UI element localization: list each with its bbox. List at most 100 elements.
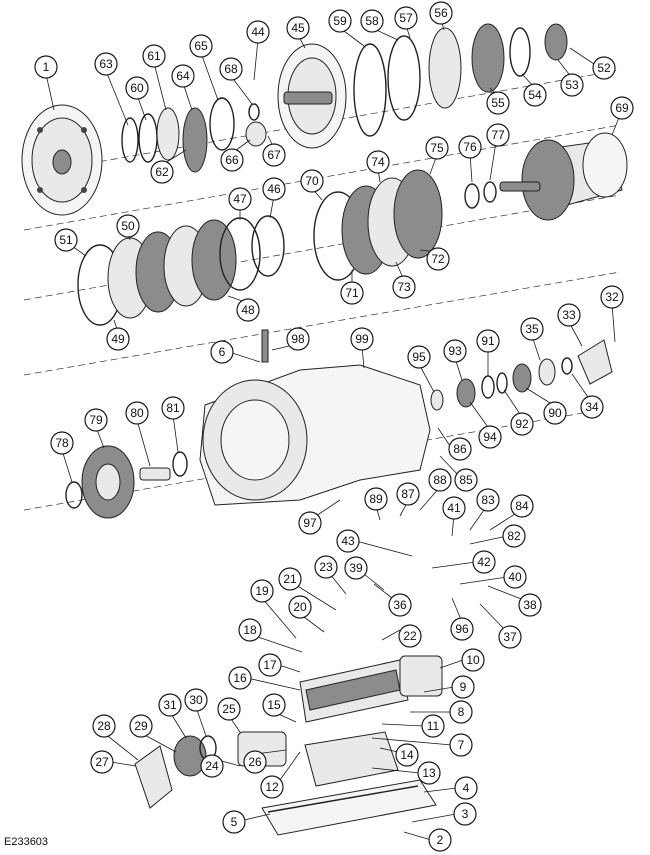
callout-marker: 97 bbox=[298, 499, 341, 535]
callout-marker: 34 bbox=[571, 373, 604, 419]
callout-label: 15 bbox=[267, 698, 281, 712]
callout-label: 83 bbox=[481, 493, 495, 507]
callout-marker: 47 bbox=[228, 187, 252, 220]
callout-marker: 95 bbox=[407, 345, 435, 393]
callout-marker: 5 bbox=[222, 810, 271, 834]
callout-label: 55 bbox=[491, 96, 505, 110]
callout-label: 86 bbox=[453, 442, 467, 456]
callout-marker: 59 bbox=[328, 9, 365, 47]
callout-marker: 2 bbox=[403, 828, 452, 852]
callout-marker: 77 bbox=[486, 123, 510, 181]
callout-label: 46 bbox=[267, 182, 281, 196]
callout-marker: 83 bbox=[469, 488, 500, 531]
callout-marker: 21 bbox=[278, 567, 337, 611]
callout-label: 92 bbox=[515, 417, 529, 431]
callout-label: 61 bbox=[147, 49, 161, 63]
callout-label: 42 bbox=[477, 555, 491, 569]
callout-label: 45 bbox=[291, 21, 305, 35]
callout-label: 40 bbox=[508, 570, 522, 584]
callout-marker: 71 bbox=[340, 270, 364, 305]
transmission-case bbox=[199, 329, 431, 506]
callout-label: 29 bbox=[134, 719, 148, 733]
callout-label: 50 bbox=[121, 219, 135, 233]
callout-marker: 50 bbox=[116, 214, 140, 241]
callouts: 1 63 60 61 64 65 62 68 44 45 66 67 59 58… bbox=[34, 1, 634, 852]
callout-marker: 22 bbox=[381, 624, 422, 648]
callout-label: 2 bbox=[437, 833, 444, 847]
callout-marker: 28 bbox=[92, 714, 139, 761]
callout-label: 79 bbox=[89, 413, 103, 427]
callout-marker: 31 bbox=[158, 693, 187, 739]
callout-marker: 85 bbox=[439, 455, 478, 492]
callout-label: 58 bbox=[365, 14, 379, 28]
callout-marker: 20 bbox=[288, 595, 325, 633]
callout-label: 88 bbox=[433, 473, 447, 487]
callout-label: 84 bbox=[515, 499, 529, 513]
callout-label: 51 bbox=[59, 233, 73, 247]
callout-label: 56 bbox=[434, 6, 448, 20]
callout-marker: 14 bbox=[379, 743, 419, 767]
callout-marker: 7 bbox=[371, 733, 473, 757]
figure-reference-code: E233603 bbox=[4, 836, 49, 848]
callout-marker: 72 bbox=[419, 247, 450, 271]
callout-marker: 84 bbox=[489, 494, 534, 531]
callout-label: 64 bbox=[176, 69, 190, 83]
callout-label: 68 bbox=[224, 62, 238, 76]
front-pump-body bbox=[277, 43, 347, 149]
callout-label: 98 bbox=[291, 332, 305, 346]
callout-label: 16 bbox=[233, 671, 247, 685]
callout-label: 49 bbox=[111, 332, 125, 346]
callout-label: 17 bbox=[263, 658, 277, 672]
callout-marker: 93 bbox=[443, 339, 467, 381]
callout-label: 66 bbox=[225, 153, 239, 167]
callout-label: 85 bbox=[459, 473, 473, 487]
callout-marker: 61 bbox=[142, 44, 167, 111]
callout-label: 3 bbox=[462, 807, 469, 821]
callout-marker: 69 bbox=[610, 96, 634, 136]
callout-marker: 24 bbox=[200, 754, 241, 778]
callout-marker: 42 bbox=[431, 550, 496, 574]
callout-marker: 82 bbox=[469, 524, 526, 548]
callout-marker: 60 bbox=[125, 76, 149, 121]
callout-marker: 99 bbox=[350, 327, 374, 369]
callout-label: 18 bbox=[243, 623, 257, 637]
callout-marker: 43 bbox=[336, 529, 413, 557]
callout-label: 7 bbox=[458, 738, 465, 752]
callout-marker: 86 bbox=[437, 427, 472, 461]
callout-marker: 98 bbox=[271, 327, 310, 351]
callout-marker: 30 bbox=[184, 688, 208, 737]
callout-marker: 55 bbox=[486, 87, 510, 115]
callout-marker: 37 bbox=[479, 603, 522, 649]
callout-marker: 68 bbox=[219, 57, 253, 105]
callout-label: 94 bbox=[483, 430, 497, 444]
callout-marker: 12 bbox=[260, 751, 301, 799]
callout-label: 26 bbox=[248, 755, 262, 769]
callout-marker: 58 bbox=[360, 9, 399, 41]
callout-marker: 29 bbox=[129, 714, 177, 753]
callout-label: 70 bbox=[305, 174, 319, 188]
callout-label: 78 bbox=[55, 436, 69, 450]
callout-marker: 56 bbox=[429, 1, 453, 31]
callout-marker: 38 bbox=[487, 585, 542, 617]
callout-marker: 92 bbox=[503, 389, 534, 436]
callout-label: 41 bbox=[447, 501, 461, 515]
callout-label: 90 bbox=[548, 406, 562, 420]
callout-marker: 26 bbox=[243, 749, 287, 774]
callout-marker: 81 bbox=[161, 396, 185, 453]
callout-label: 62 bbox=[155, 165, 169, 179]
callout-marker: 11 bbox=[381, 714, 445, 738]
callout-label: 25 bbox=[222, 702, 236, 716]
callout-label: 24 bbox=[205, 759, 219, 773]
callout-marker: 74 bbox=[366, 150, 390, 183]
callout-label: 4 bbox=[463, 781, 470, 795]
callout-label: 11 bbox=[427, 719, 440, 733]
callout-marker: 10 bbox=[439, 648, 485, 672]
callout-marker: 65 bbox=[189, 34, 219, 101]
callout-label: 13 bbox=[422, 766, 436, 780]
callout-label: 28 bbox=[97, 719, 111, 733]
callout-marker: 94 bbox=[469, 401, 502, 449]
callout-marker: 39 bbox=[344, 556, 385, 591]
callout-marker: 15 bbox=[262, 693, 297, 723]
callout-marker: 91 bbox=[476, 329, 500, 376]
